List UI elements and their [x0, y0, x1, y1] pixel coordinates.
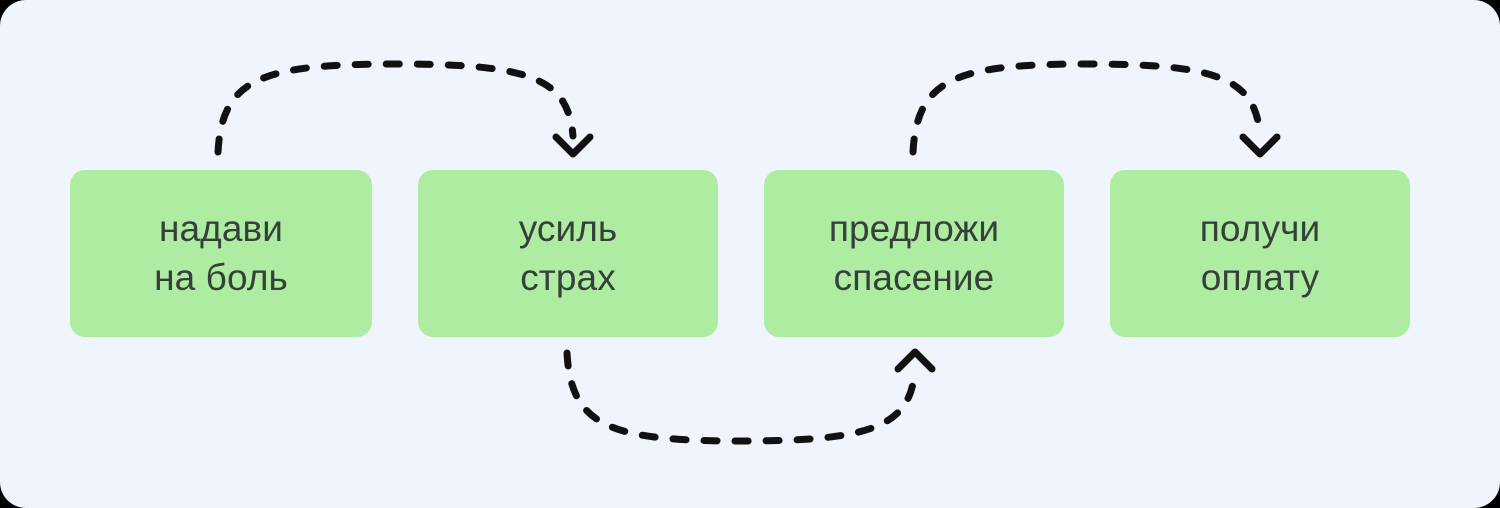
- arrow-top-right-path: [909, 60, 1264, 156]
- arrow-top-left: [214, 60, 594, 158]
- step-label-4: получи оплату: [1199, 207, 1321, 298]
- arrow-bottom-path: [563, 349, 919, 445]
- step-box-1[interactable]: надави на боль: [70, 170, 372, 337]
- step-label-1: надави на боль: [154, 207, 288, 298]
- arrow-bottom-head: [894, 348, 936, 373]
- step-box-4[interactable]: получи оплату: [1110, 170, 1410, 337]
- arrow-top-left-head: [552, 133, 594, 158]
- step-label-3: предложи спасение: [828, 207, 1000, 298]
- step-box-3[interactable]: предложи спасение: [764, 170, 1064, 337]
- arrow-top-left-path: [214, 60, 577, 156]
- step-label-2: усиль страх: [518, 207, 618, 298]
- arrow-top-right: [909, 60, 1281, 158]
- arrow-bottom: [563, 348, 936, 445]
- arrow-top-right-head: [1239, 133, 1281, 158]
- step-box-2[interactable]: усиль страх: [418, 170, 718, 337]
